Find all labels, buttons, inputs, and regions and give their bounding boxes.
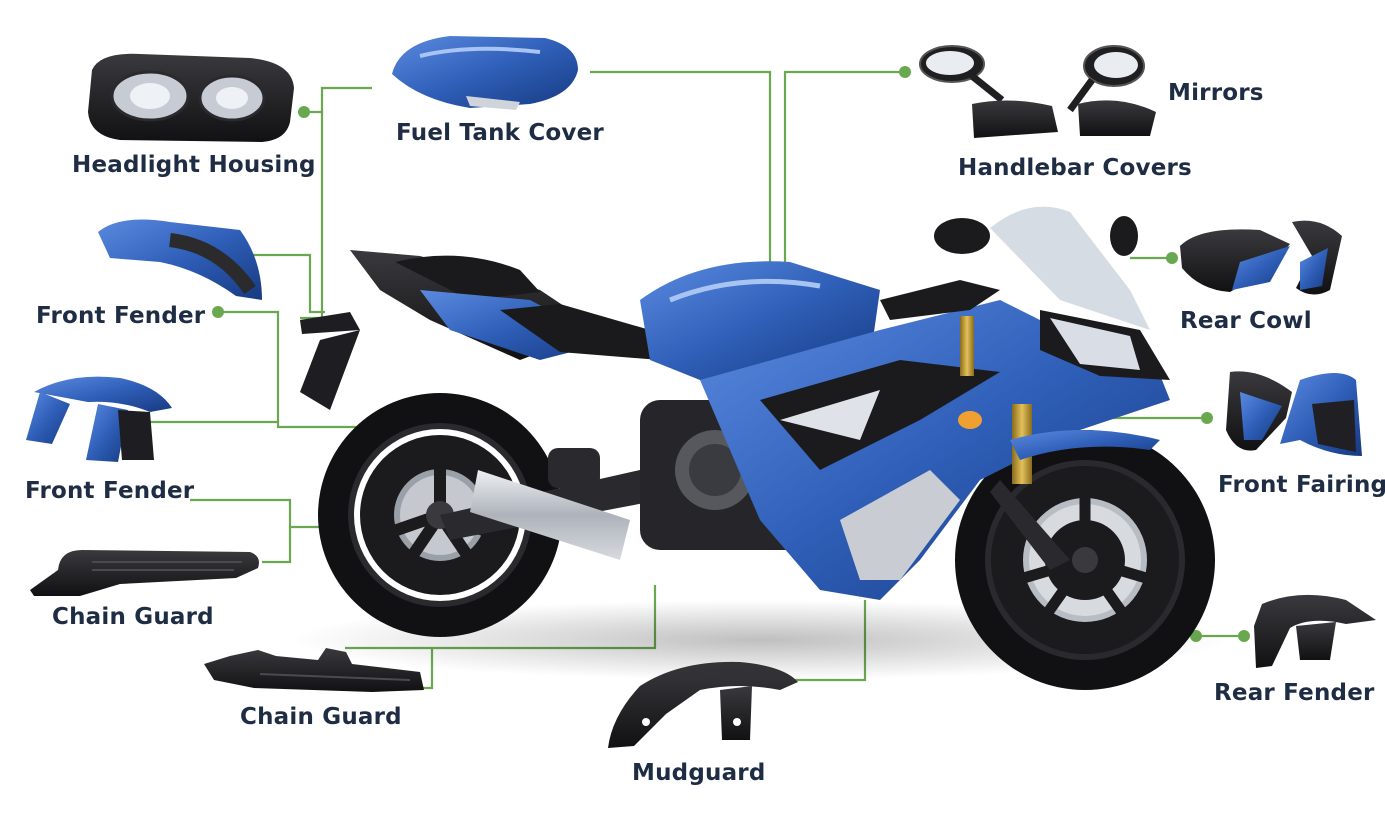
connector-chain-guard-1	[190, 498, 292, 564]
label-chain-guard-1: Chain Guard	[52, 604, 214, 630]
connector-front-fender-1	[245, 253, 325, 314]
connector-dot	[1238, 630, 1250, 642]
chain-guard-icon	[204, 648, 424, 692]
label-front-fairings: Front Fairings	[1218, 472, 1385, 498]
rear-fender-icon	[1254, 594, 1376, 668]
connector-dot	[212, 306, 224, 318]
label-handlebar-covers: Handlebar Covers	[958, 155, 1192, 181]
rear-cowl-icon	[1180, 220, 1342, 295]
label-headlight-housing: Headlight Housing	[72, 152, 316, 178]
connector-dot	[1201, 412, 1213, 424]
connector-headlight	[298, 86, 372, 114]
connector-fuel-tank	[590, 70, 772, 262]
connector-front-fender-1b	[218, 310, 368, 429]
front-fairing-icon	[1226, 371, 1362, 456]
connector-dot	[1166, 252, 1178, 264]
mudguard-icon	[608, 661, 798, 748]
front-wheel	[955, 430, 1215, 690]
connector-dot	[298, 106, 310, 118]
motorcycle-illustration	[290, 206, 1230, 690]
label-rear-fender: Rear Fender	[1214, 680, 1375, 706]
connector-mirrors	[783, 70, 905, 262]
tail-section-icon	[98, 219, 262, 300]
label-front-fender-1: Front Fender	[36, 303, 206, 329]
mirror-icon	[919, 45, 1145, 113]
headlight-icon	[88, 53, 294, 142]
label-rear-cowl: Rear Cowl	[1180, 308, 1312, 334]
front-fender-icon	[26, 376, 172, 462]
connector-dot	[899, 66, 911, 78]
handlebar-cover-icon	[972, 100, 1156, 138]
chain-guard-icon	[30, 550, 259, 596]
label-mirrors: Mirrors	[1168, 80, 1264, 106]
label-mudguard: Mudguard	[632, 760, 766, 786]
fuel-tank-cover-icon	[392, 36, 578, 110]
label-front-fender-2: Front Fender	[25, 478, 195, 504]
label-chain-guard-2: Chain Guard	[240, 704, 402, 730]
label-fuel-tank-cover: Fuel Tank Cover	[396, 120, 604, 146]
